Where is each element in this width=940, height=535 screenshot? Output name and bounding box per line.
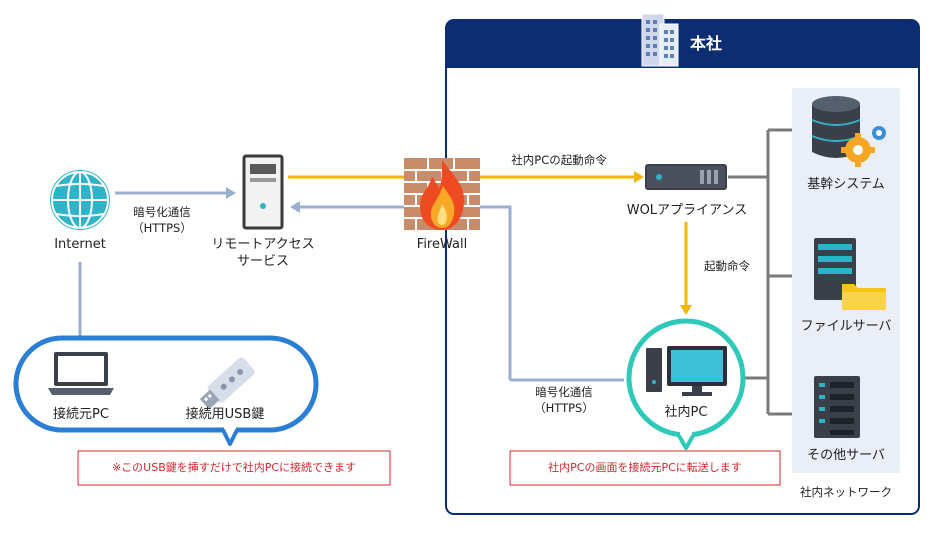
usb-note-box [77,450,391,486]
other-server-label: その他サーバ [807,448,885,463]
arrow-head [680,305,692,315]
encrypted-left-line2: （HTTPS） [132,221,192,235]
hq-title: 本社 [690,34,723,53]
internet-label: Internet [54,237,106,252]
core-system-label: 基幹システム [807,177,885,192]
appliance-icon [645,164,727,190]
source-pc-label: 接続元PC [53,407,109,422]
rack-server-icon [814,376,860,438]
internal-network-label: 社内ネットワーク [800,485,892,499]
encrypted-right-line1: 暗号化通信 [535,385,593,399]
firewall-icon [404,158,480,230]
globe-icon [50,170,110,230]
firewall-label: FireWall [416,237,468,252]
usb-key-label: 接続用USB鍵 [185,407,265,422]
remote-access-label-line2: サービス [236,254,289,269]
database-gear-icon [811,96,886,167]
arrow-head [226,187,236,199]
office-pc-label: 社内PC [664,405,708,420]
desktop-pc-icon [646,346,727,396]
encrypted-right-line2: （HTTPS） [534,401,594,415]
laptop-icon [48,352,114,395]
encrypted-left-label: 暗号化通信 （HTTPS） [112,204,212,236]
file-server-label: ファイルサーバ [800,319,892,334]
screen-note-box [509,450,781,486]
remote-access-label-line1: リモートアクセス [211,237,315,252]
file-server-icon [814,238,886,310]
usb-key-icon [199,357,255,410]
arrow-head [634,171,644,183]
start-command-label: 社内PCの起動命令 [511,153,607,167]
boot-command-label: 起動命令 [704,259,750,273]
remote-access-label: リモートアクセス サービス [205,236,321,270]
server-tower-icon [242,154,284,230]
usb-note: ※このUSB鍵を挿すだけで社内PCに接続できます [111,461,357,474]
encrypted-right-label: 暗号化通信 （HTTPS） [514,384,614,416]
encrypted-left-line1: 暗号化通信 [133,205,191,219]
building-icon [641,13,679,67]
wol-label: WOLアプライアンス [626,203,748,218]
arrow-head [290,201,300,213]
screen-note: 社内PCの画面を接続元PCに転送します [548,461,742,474]
